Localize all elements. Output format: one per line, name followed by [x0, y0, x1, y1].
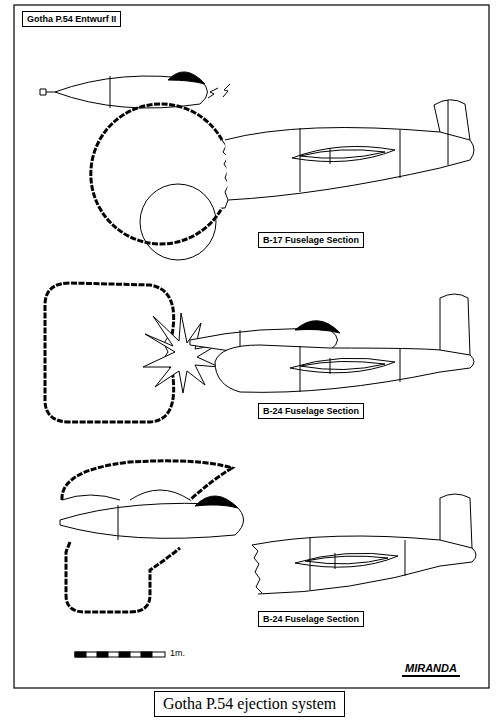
- section-label-box: B-24 Fuselage Section: [258, 403, 364, 419]
- label-text: 1m.: [170, 648, 185, 658]
- label-text: Gotha P.54 Entwurf II: [27, 14, 116, 24]
- title-box: Gotha P.54 Entwurf II: [22, 11, 121, 27]
- signature: MIRANDA: [405, 662, 457, 674]
- section-label: B-24 Fuselage Section: [263, 406, 359, 416]
- scene-b24-2: [60, 461, 476, 612]
- section-label: B-24 Fuselage Section: [263, 614, 359, 624]
- label-text: Gotha P.54 ejection system: [163, 695, 336, 712]
- signature-underline: [402, 675, 460, 677]
- section-label: B-17 Fuselage Section: [263, 235, 359, 245]
- page-frame: [14, 5, 489, 688]
- section-label-box: B-17 Fuselage Section: [258, 232, 364, 248]
- label-text: MIRANDA: [405, 662, 457, 674]
- section-label-box: B-24 Fuselage Section: [258, 611, 364, 627]
- caption-box: Gotha P.54 ejection system: [154, 691, 345, 717]
- scene-b17: [40, 72, 474, 260]
- scale-bar: [75, 652, 165, 657]
- scale-label: 1m.: [170, 648, 185, 658]
- scene-b24-1: [45, 283, 474, 422]
